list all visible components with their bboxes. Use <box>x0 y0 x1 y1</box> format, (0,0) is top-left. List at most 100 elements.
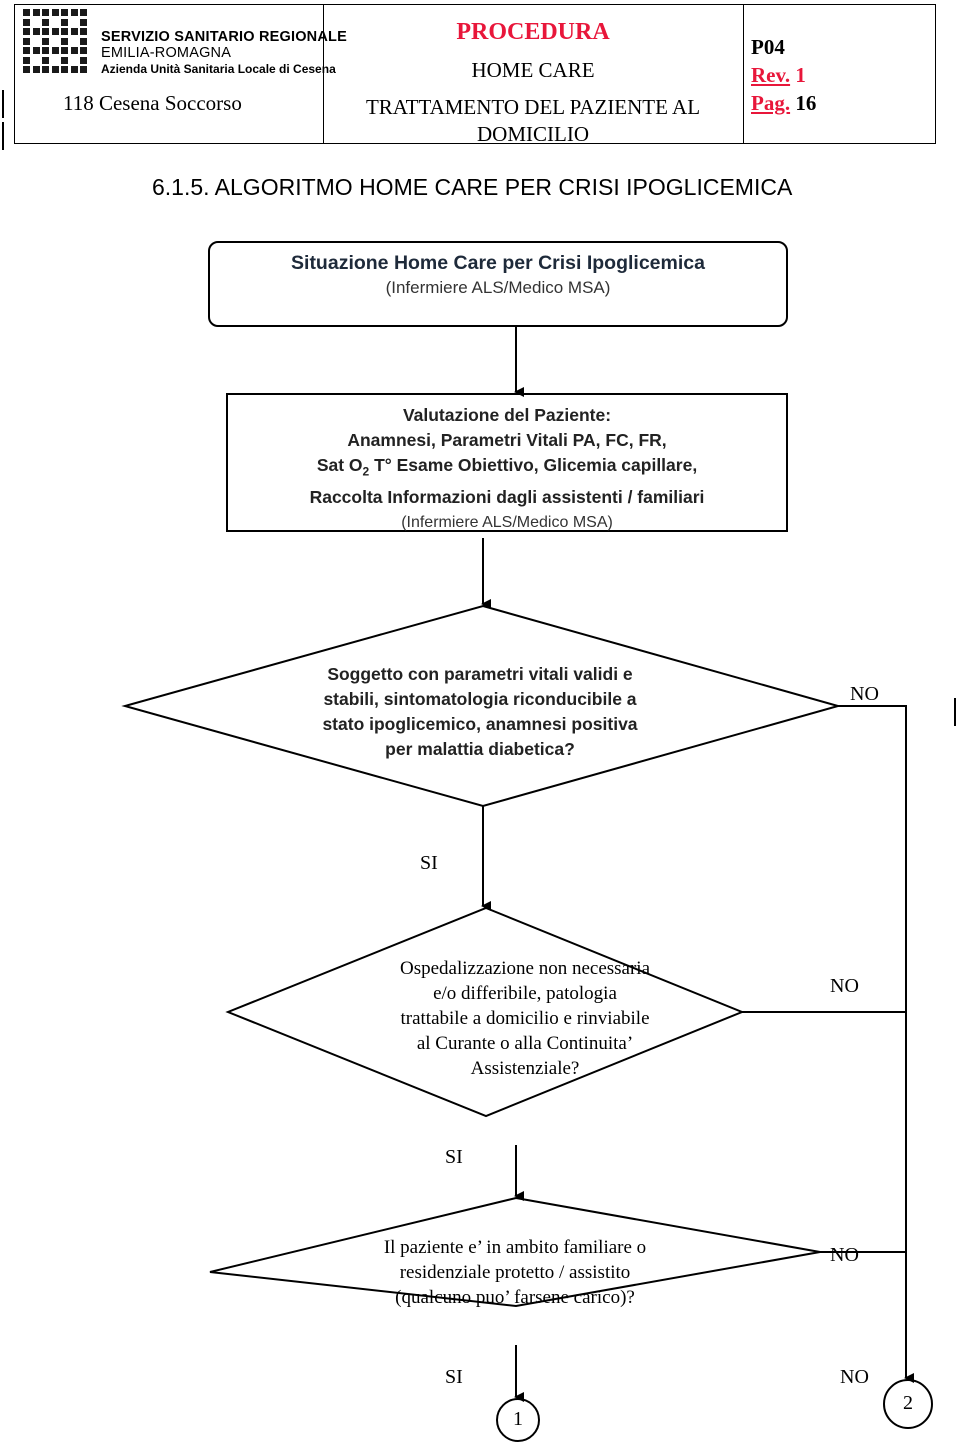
start-box-shape <box>208 241 788 327</box>
change-bar <box>954 698 956 726</box>
logo-dot <box>51 9 59 16</box>
logo-dot-grid-icon <box>23 9 89 75</box>
organization-logo: SERVIZIO SANITARIO REGIONALE EMILIA-ROMA… <box>23 9 347 79</box>
decision-3-line-1: Il paziente e’ in ambito familiare o <box>383 1237 647 1258</box>
logo-dot <box>51 47 59 54</box>
logo-dot <box>32 9 40 16</box>
decision-2-text: Ospedalizzazione non necessaria e/o diff… <box>310 956 740 1081</box>
logo-dot <box>42 66 49 73</box>
logo-dot <box>70 47 78 54</box>
procedure-title-2: TRATTAMENTO DEL PAZIENTE AL <box>365 95 701 119</box>
section-title: 6.1.5. ALGORITMO HOME CARE PER CRISI IPO… <box>152 174 793 200</box>
procedure-title-1: HOME CARE <box>471 58 595 82</box>
document-header: SERVIZIO SANITARIO REGIONALE EMILIA-ROMA… <box>14 4 936 146</box>
unit-name: 118 Cesena Soccorso <box>63 91 242 115</box>
logo-line-2: EMILIA-ROMAGNA <box>101 45 232 61</box>
decision-2-shape <box>225 906 745 1118</box>
logo-dot <box>51 28 59 35</box>
logo-dot <box>61 56 68 64</box>
logo-dot <box>61 47 68 54</box>
logo-dot <box>70 66 78 73</box>
logo-dot <box>32 66 40 73</box>
evaluation-box-text: Valutazione del Paziente: Anamnesi, Para… <box>228 403 786 535</box>
page-label: Pag. <box>751 91 791 115</box>
revision-label: Rev. <box>751 63 791 87</box>
logo-dot <box>42 28 49 35</box>
logo-dot <box>80 37 87 45</box>
logo-dot <box>23 47 30 54</box>
evaluation-line-3-pre: Sat O <box>316 455 363 475</box>
label-si-decision-2: SI <box>445 1146 463 1168</box>
label-no-final: NO <box>840 1366 869 1388</box>
logo-dot <box>70 28 78 35</box>
decision-2-line-5: Assistenziale? <box>470 1058 580 1079</box>
revision: Rev. 1 <box>751 63 806 88</box>
evaluation-line-2: Anamnesi, Parametri Vitali PA, FC, FR, <box>347 430 667 450</box>
evaluation-line-3-post: T° Esame Obiettivo, Glicemia capillare, <box>369 455 698 475</box>
decision-3-line-3: (qualcuno puo’ farsene carico)? <box>395 1287 635 1308</box>
decision-1-line-4: per malattia diabetica? <box>385 739 575 759</box>
logo-dot <box>61 28 68 35</box>
decision-3-shape <box>209 1196 821 1308</box>
label-no-decision-3: NO <box>830 1244 859 1266</box>
decision-2-line-1: Ospedalizzazione non necessaria <box>399 958 651 979</box>
start-box-subtitle: (Infermiere ALS/Medico MSA) <box>385 278 611 297</box>
logo-dot <box>23 28 30 35</box>
decision-2-line-3: trattabile a domicilio e rinviabile <box>400 1008 650 1029</box>
decision-1-line-1: Soggetto con parametri vitali validi e <box>327 664 633 684</box>
connector-2-label: 2 <box>903 1392 913 1414</box>
label-no-decision-2: NO <box>830 975 859 997</box>
logo-dot <box>23 37 30 45</box>
header-logo-cell: SERVIZIO SANITARIO REGIONALE EMILIA-ROMA… <box>15 5 347 143</box>
header-procedure-cell: PROCEDURA HOME CARE TRATTAMENTO DEL PAZI… <box>323 5 744 146</box>
logo-dot <box>61 18 68 26</box>
logo-dot <box>42 37 49 45</box>
logo-dot <box>23 9 30 16</box>
logo-dot <box>80 66 87 73</box>
connector-1-label: 1 <box>513 1408 523 1430</box>
logo-dot <box>42 18 49 26</box>
decision-2-line-2: e/o differibile, patologia <box>433 983 617 1004</box>
procedure-label: PROCEDURA <box>456 19 610 45</box>
logo-dot <box>80 9 87 16</box>
logo-dot <box>80 56 87 64</box>
evaluation-line-4: Raccolta Informazioni dagli assistenti /… <box>309 486 705 507</box>
evaluation-box-shape <box>226 393 788 532</box>
logo-dot <box>32 47 40 54</box>
procedure-code: P04 <box>751 35 785 59</box>
evaluation-line-5: (Infermiere ALS/Medico MSA) <box>401 513 613 531</box>
evaluation-line-1: Valutazione del Paziente: <box>402 405 612 425</box>
logo-dot <box>80 47 87 54</box>
decision-1-text: Soggetto con parametri vitali validi e s… <box>230 662 730 762</box>
header-meta-cell: P04 Rev. 1 Pag. 16 <box>743 5 935 143</box>
start-box-text: Situazione Home Care per Crisi Ipoglicem… <box>210 252 786 298</box>
logo-line-3: Azienda Unità Sanitaria Locale di Cesena <box>101 62 336 76</box>
logo-dot <box>61 37 68 45</box>
logo-line-1: SERVIZIO SANITARIO REGIONALE <box>101 29 347 45</box>
logo-dot <box>42 56 49 64</box>
page-value: 16 <box>795 91 817 115</box>
page-number: Pag. 16 <box>751 91 816 116</box>
decision-1-line-3: stato ipoglicemico, anamnesi positiva <box>322 714 638 734</box>
logo-dot <box>61 66 68 73</box>
logo-dot <box>23 66 30 73</box>
evaluation-line-3-sub: 2 <box>362 464 370 479</box>
no-line-decision-1 <box>838 705 914 1383</box>
logo-dot <box>61 9 68 16</box>
change-bar <box>2 90 4 118</box>
decision-2-line-4: al Curante o alla Continuita’ <box>416 1033 634 1054</box>
logo-dot <box>42 9 49 16</box>
decision-3-line-2: residenziale protetto / assistito <box>399 1262 631 1283</box>
logo-dot <box>80 18 87 26</box>
logo-dot <box>70 9 78 16</box>
logo-dot <box>23 56 30 64</box>
logo-dot <box>42 47 49 54</box>
change-bar <box>2 122 4 150</box>
label-no-decision-1: NO <box>850 683 879 705</box>
logo-dot <box>23 18 30 26</box>
procedure-title-3: DOMICILIO <box>477 122 589 146</box>
decision-3-text: Il paziente e’ in ambito familiare o res… <box>290 1235 740 1310</box>
logo-dot <box>80 28 87 35</box>
logo-dot <box>51 66 59 73</box>
